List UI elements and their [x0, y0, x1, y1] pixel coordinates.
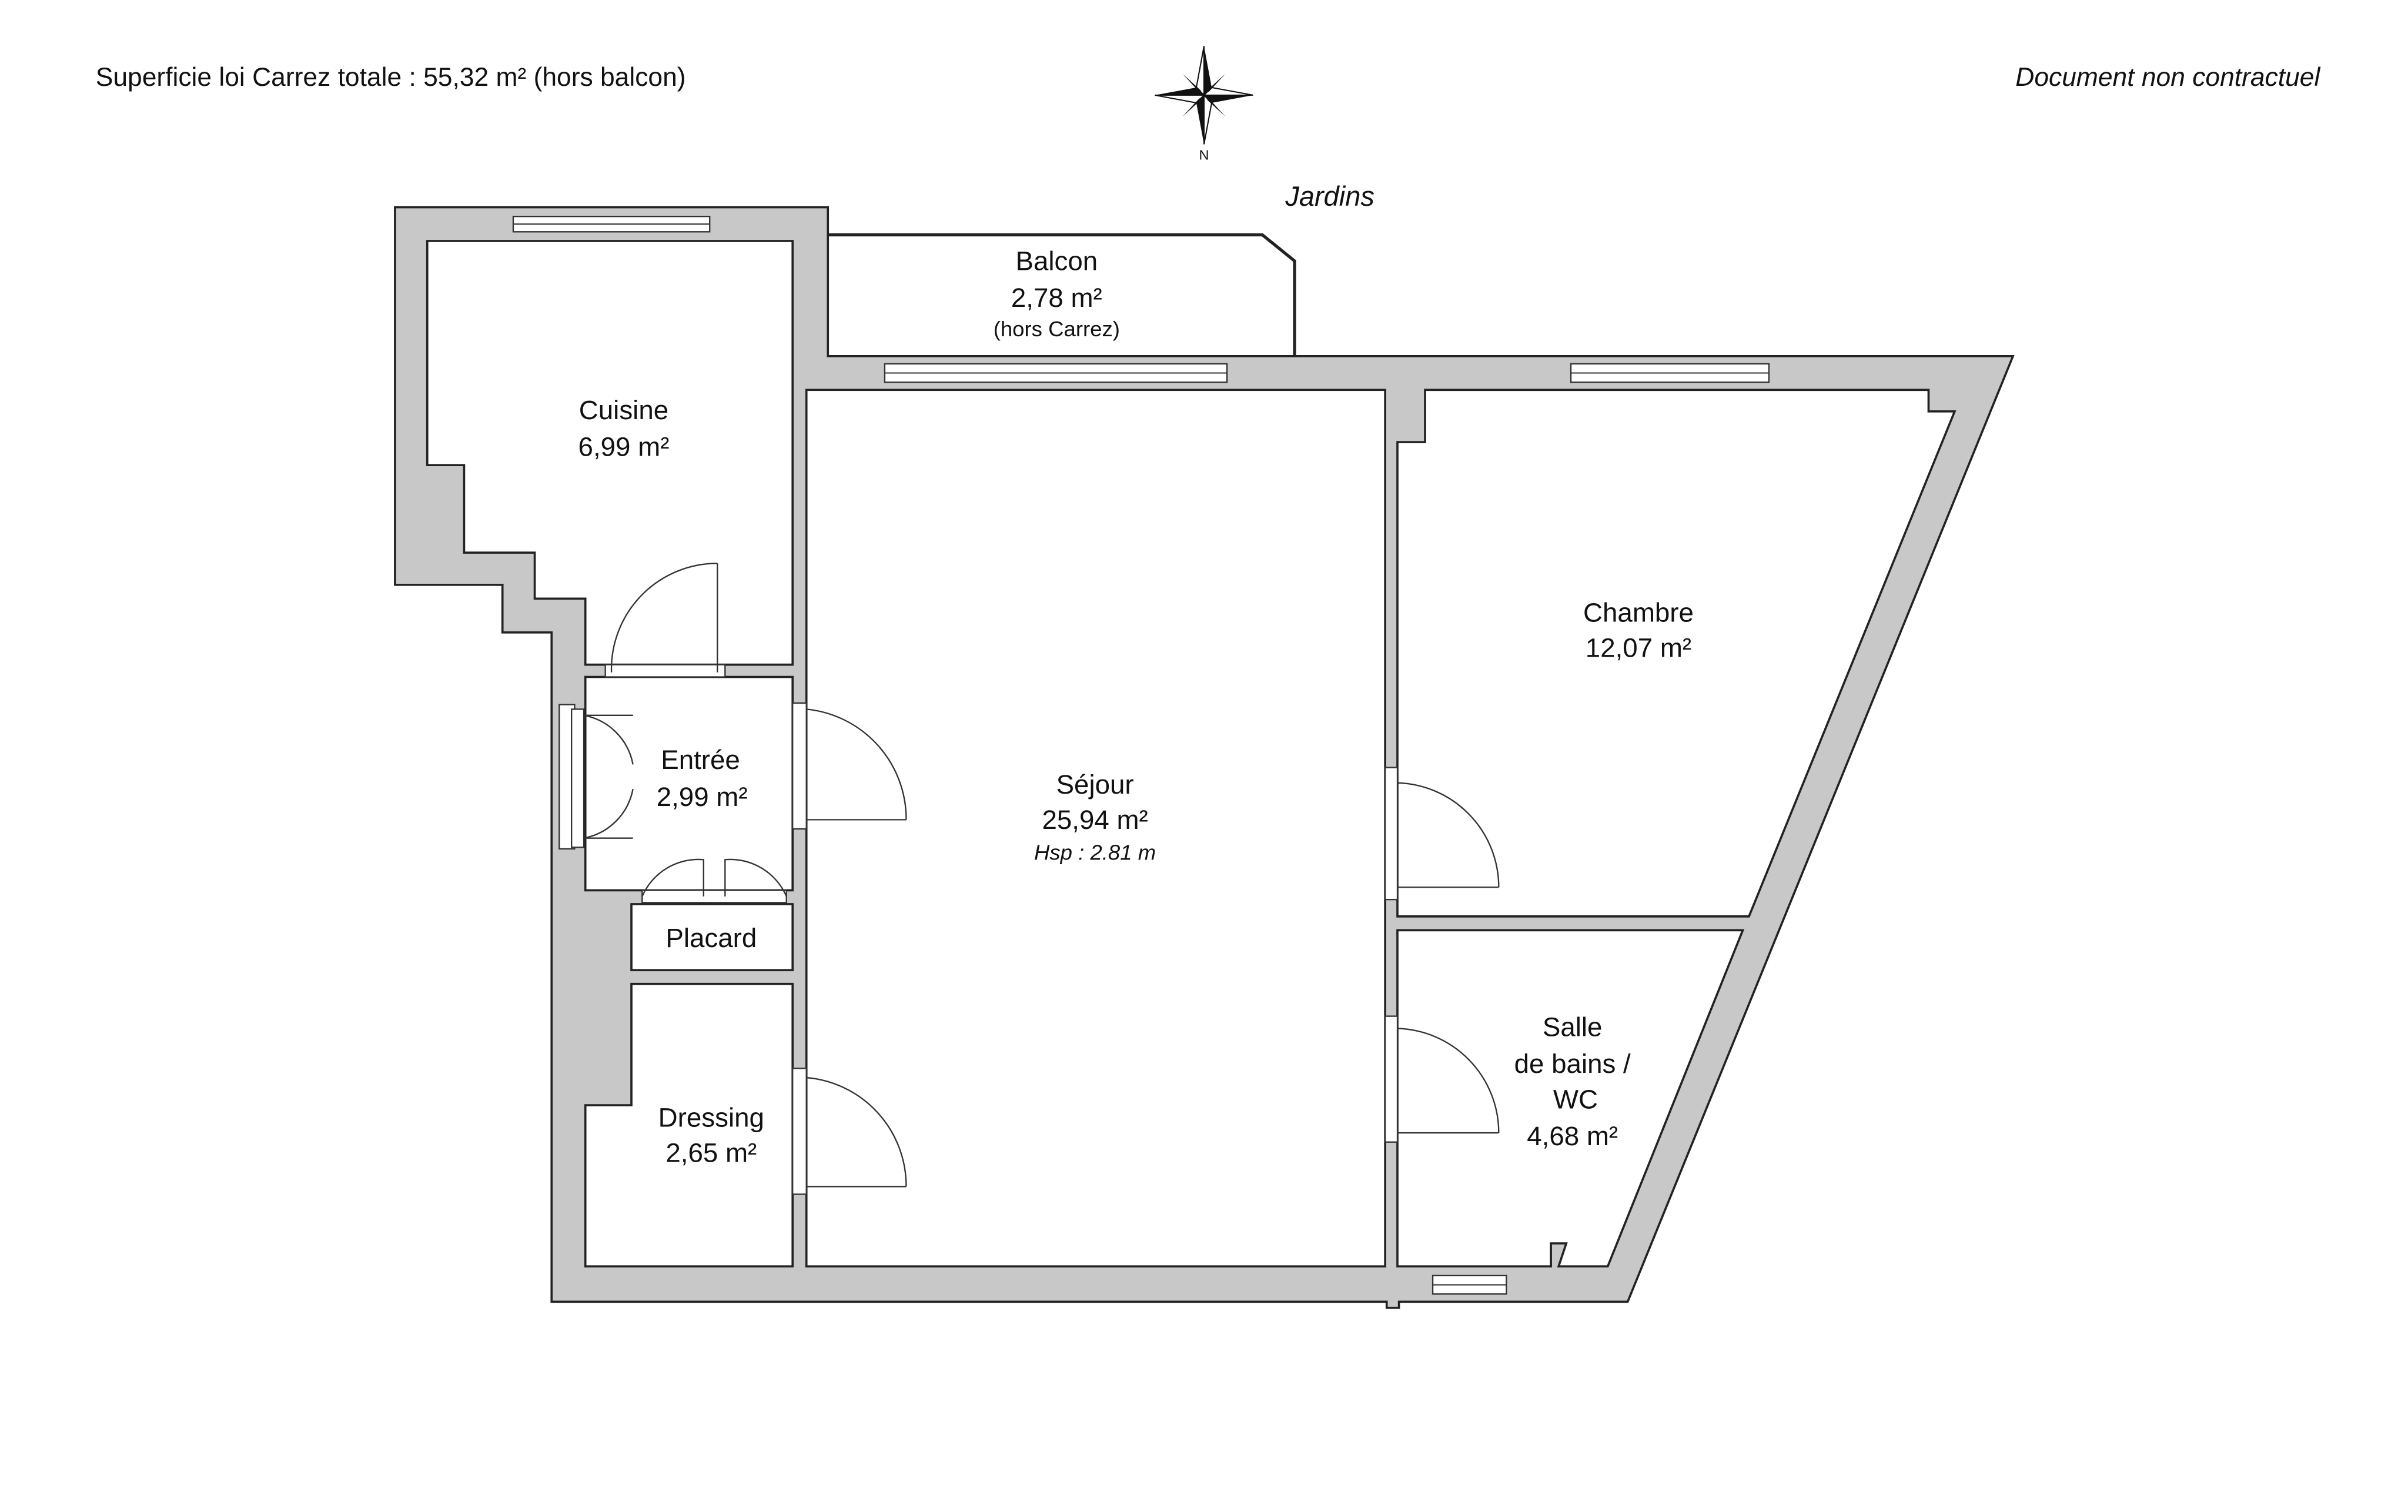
total-area-label: Superficie loi Carrez totale : 55,32 m² … [96, 63, 686, 92]
chambre-area: 12,07 m² [1586, 633, 1691, 663]
compass-icon [1155, 46, 1253, 145]
dressing-name: Dressing [658, 1103, 764, 1133]
entree-area: 2,99 m² [657, 782, 748, 812]
balcony-outline [828, 233, 1296, 356]
sejour-height: Hsp : 2.81 m [1034, 840, 1156, 864]
disclaimer-label: Document non contractuel [2015, 63, 2320, 92]
balcon-note: (hors Carrez) [994, 317, 1120, 341]
room-placard [630, 903, 794, 972]
sdb-area: 4,68 m² [1527, 1121, 1618, 1151]
doors [571, 563, 1500, 1195]
sdb-line1: Salle [1543, 1012, 1603, 1042]
entree-name: Entrée [661, 745, 740, 775]
room-cuisine [426, 240, 794, 666]
placard-name: Placard [665, 923, 757, 953]
room-sejour [805, 389, 1386, 1268]
sejour-area: 25,94 m² [1042, 805, 1148, 835]
balcon-area: 2,78 m² [1011, 283, 1102, 313]
compass-north-label: N [1199, 148, 1209, 163]
dressing-area: 2,65 m² [665, 1138, 757, 1168]
windows [512, 215, 1770, 1295]
room-sdb [1396, 929, 1745, 1268]
room-dressing [584, 982, 794, 1268]
balcon-name: Balcon [1015, 246, 1098, 276]
sdb-line3: WC [1553, 1084, 1598, 1114]
cuisine-area: 6,99 m² [578, 432, 670, 462]
jardins-label: Jardins [1285, 180, 1374, 212]
sejour-name: Séjour [1056, 770, 1134, 800]
sdb-line2: de bains / [1514, 1049, 1631, 1079]
cuisine-name: Cuisine [579, 395, 668, 425]
chambre-name: Chambre [1583, 598, 1694, 628]
room-chambre [1396, 389, 1956, 918]
